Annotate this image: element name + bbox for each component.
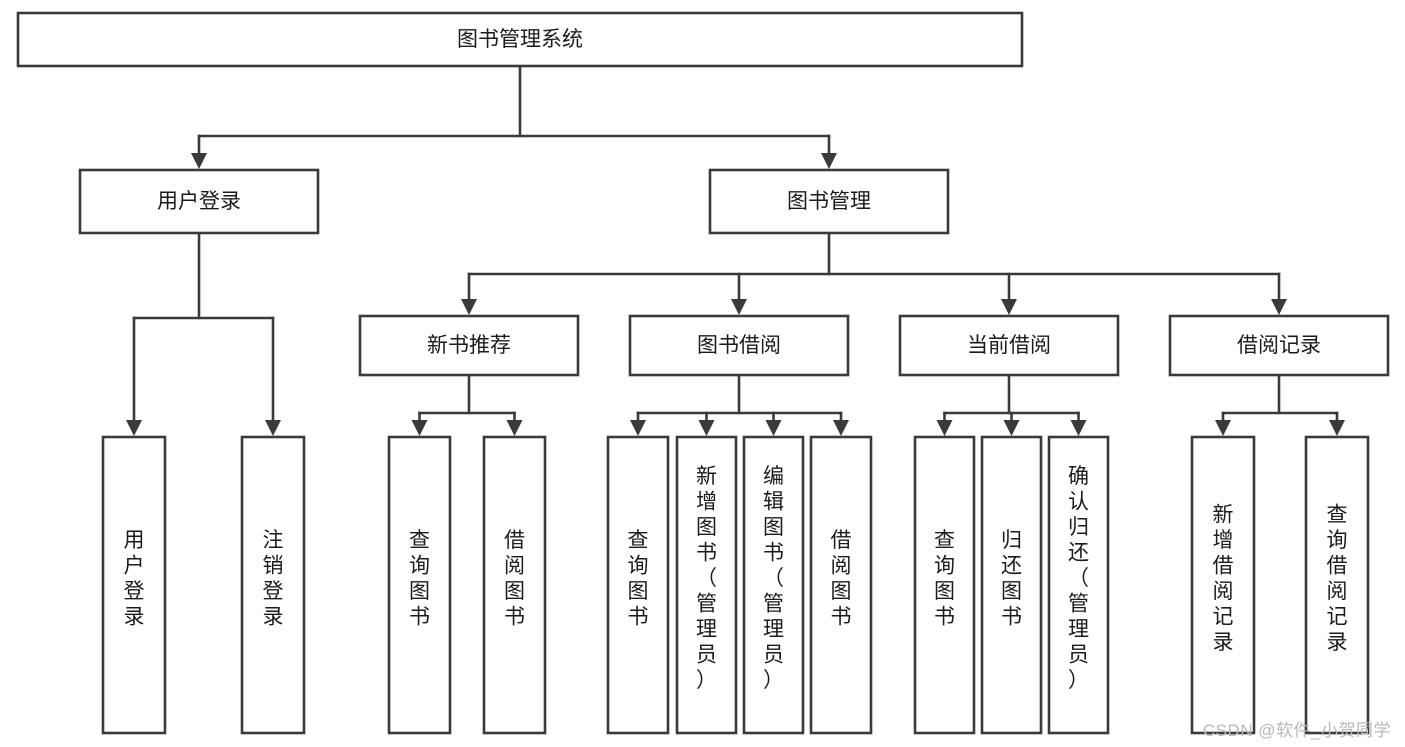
- node-leaf-rec-query[interactable]: 查询图书: [387, 435, 452, 735]
- node-label: 图书管理系统: [457, 28, 583, 51]
- node-box: [628, 314, 850, 377]
- node-root[interactable]: 图书管理系统: [16, 11, 1024, 68]
- arrow-head-icon: [1070, 420, 1087, 436]
- node-leaf-cur-query[interactable]: 查询图书: [913, 435, 976, 735]
- arrow-head-icon: [126, 420, 142, 436]
- node-box: [240, 435, 306, 735]
- node-borrow-record[interactable]: 借阅记录: [1168, 314, 1390, 377]
- node-label: 归还图书: [1001, 529, 1022, 629]
- node-box: [913, 435, 976, 735]
- node-box: [101, 435, 167, 735]
- node-new-book-rec[interactable]: 新书推荐: [358, 314, 580, 377]
- arrow-head-icon: [698, 420, 715, 436]
- node-box: [606, 435, 670, 735]
- arrow-head-icon: [1215, 420, 1231, 436]
- node-box: [358, 314, 580, 377]
- node-box: [1190, 435, 1256, 735]
- edge-layer: [126, 64, 1345, 436]
- node-leaf-rec-borrow[interactable]: 借阅图书: [482, 435, 547, 735]
- node-box: [980, 435, 1043, 735]
- node-label: 查询图书: [628, 529, 649, 629]
- node-box: [809, 435, 873, 735]
- node-label: 新增借阅记录: [1213, 503, 1234, 654]
- node-box: [78, 168, 320, 235]
- node-box: [675, 435, 738, 735]
- node-leaf-cur-return[interactable]: 归还图书: [980, 435, 1043, 735]
- node-leaf-rec-query2[interactable]: 查询借阅记录: [1304, 435, 1370, 735]
- node-label: 注销登录: [263, 529, 284, 629]
- arrow-head-icon: [936, 420, 953, 436]
- node-label: 编辑图书（管理员）: [763, 465, 784, 692]
- arrow-head-icon: [191, 153, 207, 169]
- node-book-manage[interactable]: 图书管理: [708, 168, 950, 235]
- node-box: [742, 435, 805, 735]
- arrow-head-icon: [833, 420, 849, 436]
- node-current-borrow[interactable]: 当前借阅: [898, 314, 1120, 377]
- arrow-head-icon: [1329, 420, 1345, 436]
- node-label: 确认归还（管理员）: [1068, 465, 1089, 692]
- arrow-head-icon: [630, 420, 646, 436]
- node-box: [387, 435, 452, 735]
- arrow-head-icon: [265, 420, 281, 436]
- arrow-head-icon: [731, 299, 747, 315]
- arrow-head-icon: [1001, 299, 1017, 315]
- node-label: 用户登录: [157, 190, 241, 213]
- node-leaf-user-login[interactable]: 用户登录: [101, 435, 167, 735]
- node-label: 借阅图书: [831, 529, 852, 629]
- node-leaf-user-logout[interactable]: 注销登录: [240, 435, 306, 735]
- node-label: 借阅记录: [1237, 334, 1321, 357]
- arrow-head-icon: [411, 420, 428, 436]
- node-label: 查询图书: [934, 529, 955, 629]
- node-box: [16, 11, 1024, 68]
- node-leaf-borrow-query[interactable]: 查询图书: [606, 435, 670, 735]
- node-label: 查询借阅记录: [1327, 503, 1348, 654]
- node-label: 新增图书（管理员）: [696, 465, 717, 692]
- node-box: [1168, 314, 1390, 377]
- node-box: [1304, 435, 1370, 735]
- node-box: [708, 168, 950, 235]
- node-label: 借阅图书: [504, 529, 525, 629]
- node-leaf-borrow-lend[interactable]: 借阅图书: [809, 435, 873, 735]
- node-leaf-rec-add[interactable]: 新增借阅记录: [1190, 435, 1256, 735]
- node-leaf-cur-confirm[interactable]: 确认归还（管理员）: [1047, 435, 1110, 735]
- node-box: [482, 435, 547, 735]
- watermark-text: CSDN @软件_小贺同学: [1202, 721, 1391, 740]
- arrow-head-icon: [821, 153, 837, 169]
- node-book-borrow[interactable]: 图书借阅: [628, 314, 850, 377]
- arrow-head-icon: [1003, 420, 1020, 436]
- node-box: [898, 314, 1120, 377]
- node-label: 图书借阅: [697, 334, 781, 357]
- node-user-login[interactable]: 用户登录: [78, 168, 320, 235]
- node-label: 图书管理: [787, 190, 871, 213]
- arrow-head-icon: [506, 420, 523, 436]
- node-label: 新书推荐: [427, 334, 511, 357]
- node-label: 用户登录: [124, 529, 145, 629]
- node-leaf-borrow-edit[interactable]: 编辑图书（管理员）: [742, 435, 805, 735]
- arrow-head-icon: [765, 420, 782, 436]
- arrow-head-icon: [1271, 299, 1287, 315]
- node-label: 查询图书: [409, 529, 430, 629]
- arrow-head-icon: [461, 299, 477, 315]
- node-label: 当前借阅: [967, 334, 1051, 357]
- node-leaf-borrow-add[interactable]: 新增图书（管理员）: [675, 435, 738, 735]
- node-box: [1047, 435, 1110, 735]
- node-layer: 图书管理系统用户登录图书管理新书推荐图书借阅当前借阅借阅记录用户登录注销登录查询…: [16, 11, 1390, 735]
